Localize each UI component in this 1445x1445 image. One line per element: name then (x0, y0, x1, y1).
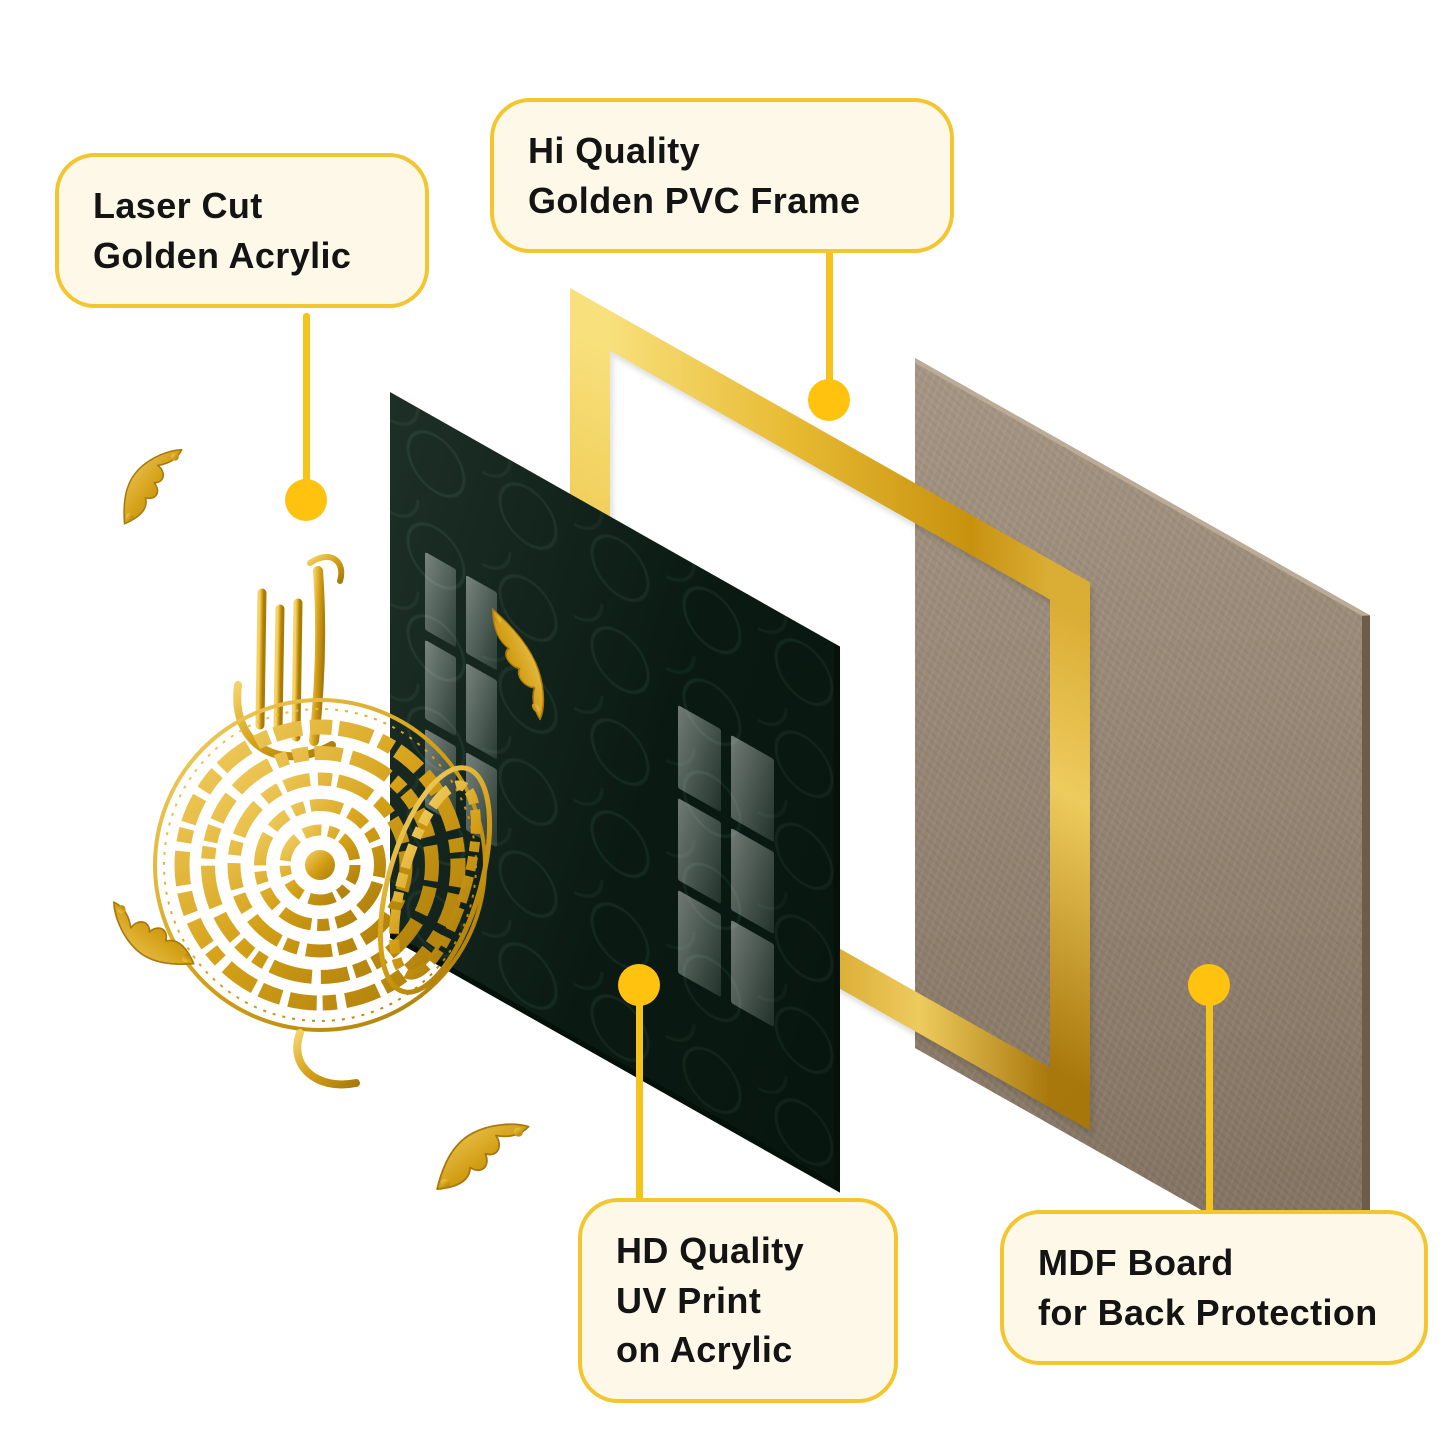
callout-text: UV Print (616, 1279, 762, 1321)
glass-reflection-pane (731, 734, 774, 842)
callout-mdf-board: MDF Board for Back Protection (1000, 1210, 1428, 1366)
connector-pvc-frame (826, 248, 833, 403)
callout-text: Laser Cut (93, 185, 263, 226)
callout-uv-print: HD Quality UV Print on Acrylic (578, 1198, 898, 1404)
callout-text: MDF Board (1038, 1242, 1234, 1283)
glass-reflection-pane (678, 890, 721, 998)
connector-mdf-board (1206, 985, 1213, 1212)
anchor-dot-mdf-board (1188, 964, 1230, 1006)
anchor-dot-uv-print (618, 964, 660, 1006)
glass-reflection-pane (731, 920, 774, 1028)
arabic-calligraphy-icon (153, 554, 493, 1089)
corner-ornament-icon (114, 448, 192, 525)
callout-pvc-frame: Hi Quality Golden PVC Frame (490, 98, 954, 254)
glass-reflection-pane (678, 797, 721, 905)
callout-text: for Back Protection (1038, 1291, 1378, 1333)
callout-text: Hi Quality (528, 130, 701, 171)
callout-laser-cut: Laser Cut Golden Acrylic (55, 153, 429, 309)
callout-text: HD Quality (616, 1230, 805, 1271)
anchor-dot-laser-cut (285, 479, 327, 521)
callout-text: Golden PVC Frame (528, 179, 861, 221)
anchor-dot-pvc-frame (808, 379, 850, 421)
corner-ornament-icon (112, 891, 195, 975)
corner-ornament-icon (436, 1111, 530, 1204)
connector-laser-cut (303, 313, 310, 503)
glass-reflection-pane (731, 827, 774, 935)
connector-uv-print (636, 985, 643, 1200)
callout-text: Golden Acrylic (93, 234, 352, 276)
glass-reflection-grid (678, 704, 774, 1028)
callout-text: on Acrylic (616, 1329, 793, 1371)
glass-reflection-pane (678, 704, 721, 812)
